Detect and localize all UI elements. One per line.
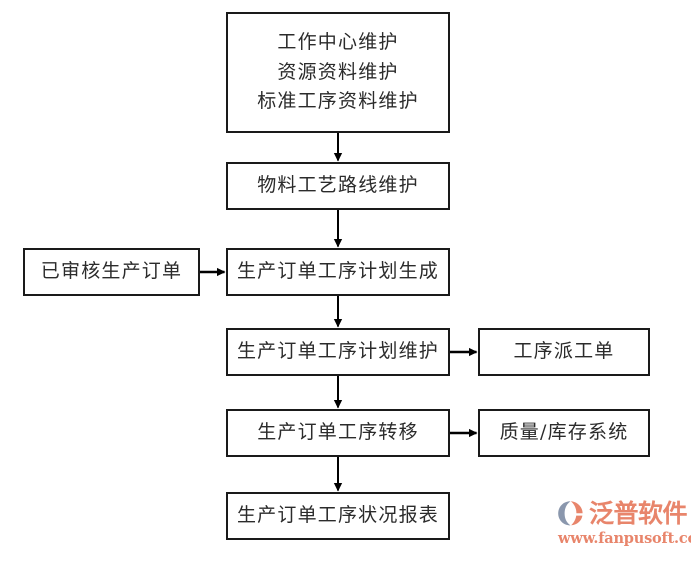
node-operation-transfer[interactable]: 生产订单工序转移 <box>226 409 450 457</box>
watermark-logo: 泛普软件 www.fanpusoft.com <box>556 498 691 558</box>
node-quality-inventory-system[interactable]: 质量/库存系统 <box>478 409 650 457</box>
node-operation-dispatch[interactable]: 工序派工单 <box>478 328 650 376</box>
node-material-routing[interactable]: 物料工艺路线维护 <box>226 162 450 210</box>
node-master-data-line-1: 工作中心维护 <box>277 31 399 54</box>
node-approved-order-label: 已审核生产订单 <box>40 260 183 283</box>
watermark-brand-row: 泛普软件 <box>556 498 688 528</box>
node-operation-status-report-label: 生产订单工序状况报表 <box>236 504 439 527</box>
node-operation-plan-maintain[interactable]: 生产订单工序计划维护 <box>226 328 450 376</box>
node-operation-dispatch-label: 工序派工单 <box>513 340 615 363</box>
node-quality-inventory-system-label: 质量/库存系统 <box>499 421 629 444</box>
node-master-data-line-2: 资源资料维护 <box>277 60 399 83</box>
node-master-data-line-3: 标准工序资料维护 <box>257 90 419 113</box>
node-approved-order[interactable]: 已审核生产订单 <box>23 248 200 296</box>
watermark-url-text: www.fanpusoft.com <box>558 530 691 547</box>
node-operation-plan-generate-label: 生产订单工序计划生成 <box>236 260 439 283</box>
node-operation-transfer-label: 生产订单工序转移 <box>257 421 419 444</box>
node-operation-plan-generate[interactable]: 生产订单工序计划生成 <box>226 248 450 296</box>
node-operation-status-report[interactable]: 生产订单工序状况报表 <box>226 492 450 540</box>
watermark-brand-text: 泛普软件 <box>589 498 688 528</box>
node-master-data[interactable]: 工作中心维护 资源资料维护 标准工序资料维护 <box>226 12 450 133</box>
node-material-routing-label: 物料工艺路线维护 <box>257 174 419 197</box>
fanpu-logo-icon <box>558 501 583 526</box>
node-operation-plan-maintain-label: 生产订单工序计划维护 <box>236 340 439 363</box>
